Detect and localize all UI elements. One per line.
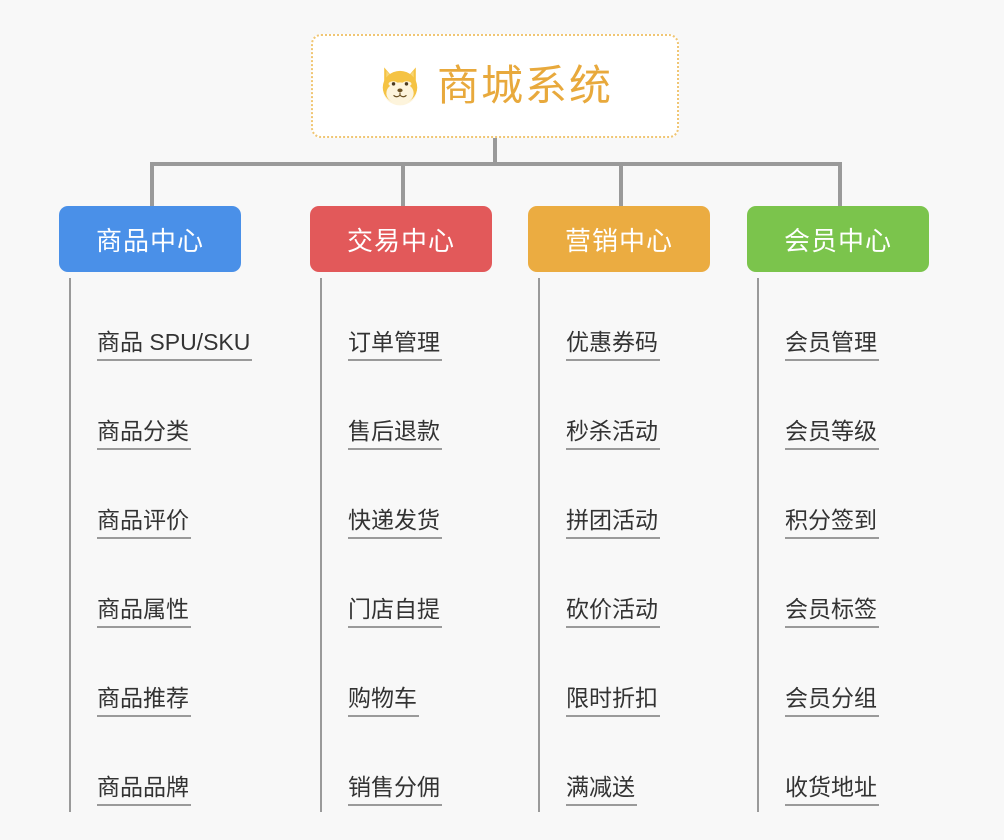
leaf-list-2: 订单管理售后退款快递发货门店自提购物车销售分佣	[310, 278, 492, 812]
category-column-3: 营销中心优惠券码秒杀活动拼团活动砍价活动限时折扣满减送	[528, 206, 710, 812]
leaf-item-label: 门店自提	[348, 596, 442, 628]
leaf-item[interactable]: 砍价活动	[538, 545, 710, 634]
leaf-item[interactable]: 秒杀活动	[538, 367, 710, 456]
connector-drop-3	[619, 162, 623, 206]
leaf-item-label: 砍价活动	[566, 596, 660, 628]
leaf-item[interactable]: 会员分组	[757, 634, 929, 723]
leaf-item[interactable]: 拼团活动	[538, 456, 710, 545]
leaf-item[interactable]: 会员管理	[757, 278, 929, 367]
leaf-item[interactable]: 订单管理	[320, 278, 492, 367]
leaf-item-label: 优惠券码	[566, 329, 660, 361]
leaf-item-label: 商品评价	[97, 507, 191, 539]
leaf-rail	[538, 278, 540, 812]
leaf-list-1: 商品 SPU/SKU 商品分类商品评价商品属性商品推荐商品品牌	[59, 278, 253, 812]
category-header-3[interactable]: 营销中心	[528, 206, 710, 272]
leaf-rail	[69, 278, 71, 812]
leaf-item-label: 购物车	[348, 685, 419, 717]
leaf-item-label: 秒杀活动	[566, 418, 660, 450]
leaf-list-4: 会员管理会员等级积分签到会员标签会员分组收货地址	[747, 278, 929, 812]
category-header-label: 营销中心	[564, 225, 673, 256]
leaf-item-label: 商品 SPU/SKU	[97, 329, 253, 361]
leaf-item[interactable]: 会员等级	[757, 367, 929, 456]
leaf-item[interactable]: 限时折扣	[538, 634, 710, 723]
leaf-item-label: 商品属性	[97, 596, 191, 628]
leaf-item[interactable]: 收货地址	[757, 723, 929, 812]
leaf-item-label: 快递发货	[348, 507, 442, 539]
shiba-dog-icon	[377, 63, 423, 109]
leaf-item[interactable]: 购物车	[320, 634, 492, 723]
category-header-1[interactable]: 商品中心	[59, 206, 241, 272]
category-column-2: 交易中心订单管理售后退款快递发货门店自提购物车销售分佣	[310, 206, 492, 812]
leaf-item-label: 满减送	[566, 774, 637, 806]
category-column-1: 商品中心商品 SPU/SKU 商品分类商品评价商品属性商品推荐商品品牌	[59, 206, 253, 812]
leaf-item-label: 售后退款	[348, 418, 442, 450]
connector-drop-1	[150, 162, 154, 206]
category-header-4[interactable]: 会员中心	[747, 206, 929, 272]
category-header-label: 商品中心	[95, 225, 204, 256]
root-node[interactable]: 商城系统	[311, 34, 679, 138]
leaf-rail	[320, 278, 322, 812]
root-title: 商城系统	[436, 62, 613, 109]
leaf-item[interactable]: 商品属性	[69, 545, 241, 634]
leaf-item-label: 会员等级	[785, 418, 879, 450]
leaf-item[interactable]: 商品分类	[69, 367, 241, 456]
leaf-rail	[757, 278, 759, 812]
leaf-item[interactable]: 快递发货	[320, 456, 492, 545]
leaf-item-label: 会员分组	[785, 685, 879, 717]
leaf-item-label: 商品分类	[97, 418, 191, 450]
connector-drop-4	[838, 162, 842, 206]
leaf-item[interactable]: 商品品牌	[69, 723, 241, 812]
leaf-item[interactable]: 商品 SPU/SKU	[69, 278, 253, 367]
leaf-item[interactable]: 售后退款	[320, 367, 492, 456]
leaf-item-label: 会员标签	[785, 596, 879, 628]
leaf-item-label: 商品品牌	[97, 774, 191, 806]
connector-bar	[150, 162, 840, 166]
leaf-item-label: 收货地址	[785, 774, 879, 806]
leaf-item-label: 拼团活动	[566, 507, 660, 539]
leaf-item[interactable]: 会员标签	[757, 545, 929, 634]
leaf-item-label: 积分签到	[785, 507, 879, 539]
connector-drop-2	[401, 162, 405, 206]
leaf-item[interactable]: 商品评价	[69, 456, 241, 545]
category-header-label: 交易中心	[346, 225, 455, 256]
leaf-item[interactable]: 销售分佣	[320, 723, 492, 812]
leaf-item[interactable]: 满减送	[538, 723, 710, 812]
leaf-item[interactable]: 门店自提	[320, 545, 492, 634]
leaf-item[interactable]: 商品推荐	[69, 634, 241, 723]
leaf-item-label: 限时折扣	[566, 685, 660, 717]
leaf-item-label: 订单管理	[348, 329, 442, 361]
leaf-item-label: 商品推荐	[97, 685, 191, 717]
category-header-2[interactable]: 交易中心	[310, 206, 492, 272]
leaf-list-3: 优惠券码秒杀活动拼团活动砍价活动限时折扣满减送	[528, 278, 710, 812]
category-header-label: 会员中心	[783, 225, 892, 256]
category-column-4: 会员中心会员管理会员等级积分签到会员标签会员分组收货地址	[747, 206, 929, 812]
leaf-item[interactable]: 积分签到	[757, 456, 929, 545]
connector-stem	[493, 138, 497, 164]
leaf-item[interactable]: 优惠券码	[538, 278, 710, 367]
leaf-item-label: 会员管理	[785, 329, 879, 361]
leaf-item-label: 销售分佣	[348, 774, 442, 806]
